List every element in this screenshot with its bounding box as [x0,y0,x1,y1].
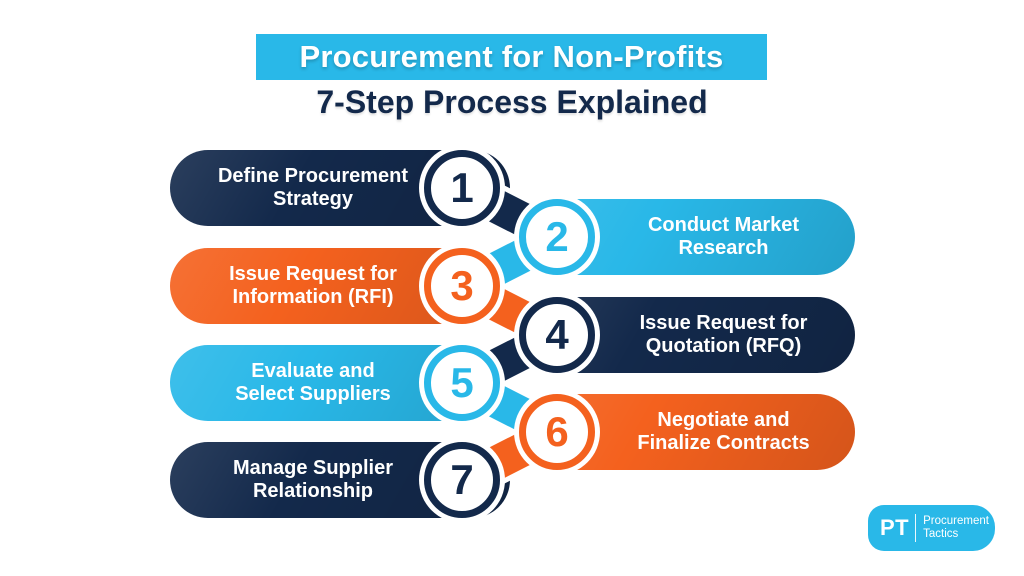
step-number-badge-7: 7 [424,442,500,518]
step-number-7: 7 [450,456,474,503]
step-number-badge-2: 2 [519,199,595,275]
step-number-badge-5: 5 [424,345,500,421]
step-number-5: 5 [450,359,474,406]
page-title: Procurement for Non-Profits [299,39,724,74]
logo-divider [915,514,917,542]
step-number-6: 6 [545,408,569,455]
logo-monogram: PT [880,515,910,540]
step-number-3: 3 [450,262,474,309]
step-number-4: 4 [545,311,569,358]
step-number-badge-6: 6 [519,394,595,470]
step-number-badge-4: 4 [519,297,595,373]
step-number-2: 2 [545,213,569,260]
step-number-1: 1 [450,164,474,211]
step-number-badge-3: 3 [424,248,500,324]
title-banner: Procurement for Non-Profits [256,34,767,80]
page-subtitle: 7-Step Process Explained [316,84,708,120]
step-number-badge-1: 1 [424,150,500,226]
